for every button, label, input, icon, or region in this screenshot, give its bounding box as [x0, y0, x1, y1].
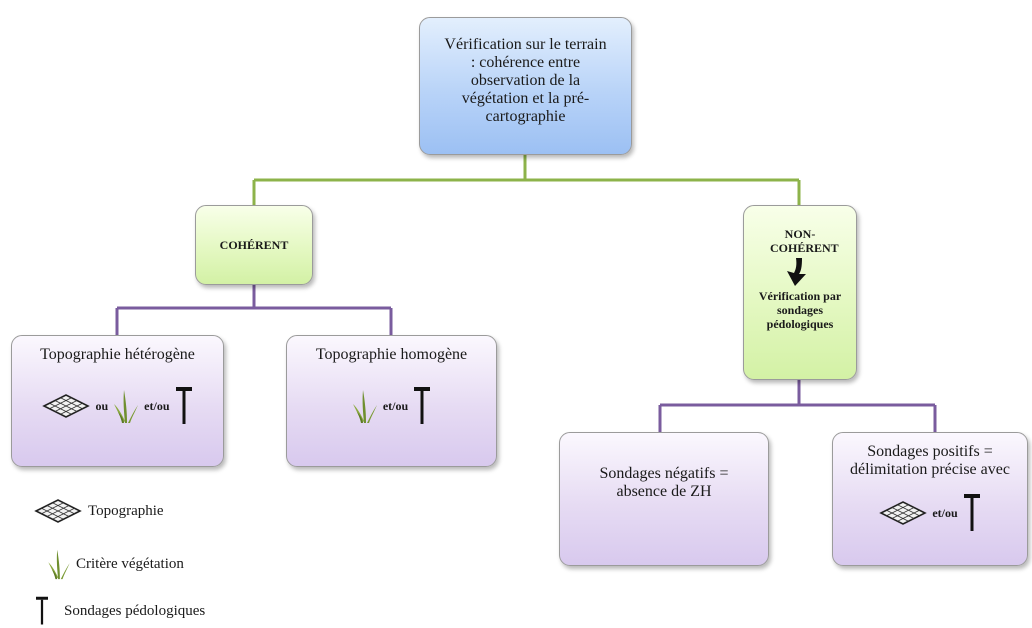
- legend-vegetation: Critère végétation: [46, 548, 184, 580]
- vegetation-plant-icon: [48, 549, 70, 580]
- non-coherent-sub: Vérification par sondages pédologiques: [758, 289, 842, 331]
- and-or-text: et/ou: [932, 505, 958, 520]
- down-arrow-icon: [787, 258, 806, 286]
- root-node: Vérification sur le terrain : cohérence …: [419, 17, 632, 155]
- homogene-icons: et/ou: [287, 386, 496, 426]
- legend-sondages: Sondages pédologiques: [34, 596, 205, 626]
- non-coherent-title: NON-COHÉRENT: [770, 227, 839, 255]
- or-text: ou: [95, 398, 109, 413]
- vegetation-plant-icon: [114, 390, 139, 423]
- coherent-node: COHÉRENT: [195, 205, 313, 285]
- positifs-icons: et/ou: [833, 493, 1027, 533]
- negatifs-label: Sondages négatifs = absence de ZH: [599, 465, 729, 500]
- positifs-node: Sondages positifs = délimitation précise…: [832, 432, 1028, 566]
- and-or-text: et/ou: [382, 398, 409, 413]
- soil-auger-icon: [175, 387, 192, 424]
- topography-mesh-icon: [879, 501, 928, 525]
- homogene-node: Topographie homogène et/ou: [286, 335, 497, 467]
- heterogene-icons: ou et/ou: [12, 386, 223, 426]
- root-label: Vérification sur le terrain : cohérence …: [444, 36, 607, 125]
- heterogene-node: Topographie hétérogène ou et/ou: [11, 335, 224, 467]
- heterogene-label: Topographie hétérogène: [40, 346, 195, 363]
- legend-topographie: Topographie: [32, 499, 164, 523]
- legend-vegetation-label: Critère végétation: [76, 555, 184, 572]
- legend-topographie-label: Topographie: [88, 502, 164, 519]
- negatifs-node: Sondages négatifs = absence de ZH: [559, 432, 769, 566]
- positifs-label: Sondages positifs = délimitation précise…: [850, 443, 1010, 478]
- and-or-text: et/ou: [144, 398, 170, 413]
- non-coherent-node: NON-COHÉRENT Vérification par sondages p…: [743, 205, 857, 380]
- topography-mesh-icon: [42, 394, 91, 418]
- coherent-label: COHÉRENT: [219, 238, 289, 252]
- vegetation-plant-icon: [352, 390, 377, 423]
- homogene-label: Topographie homogène: [315, 346, 468, 363]
- soil-auger-icon: [963, 494, 980, 531]
- topography-mesh-icon: [34, 499, 82, 523]
- soil-auger-icon: [414, 387, 431, 424]
- soil-auger-icon: [36, 596, 48, 625]
- legend-sondages-label: Sondages pédologiques: [64, 602, 206, 619]
